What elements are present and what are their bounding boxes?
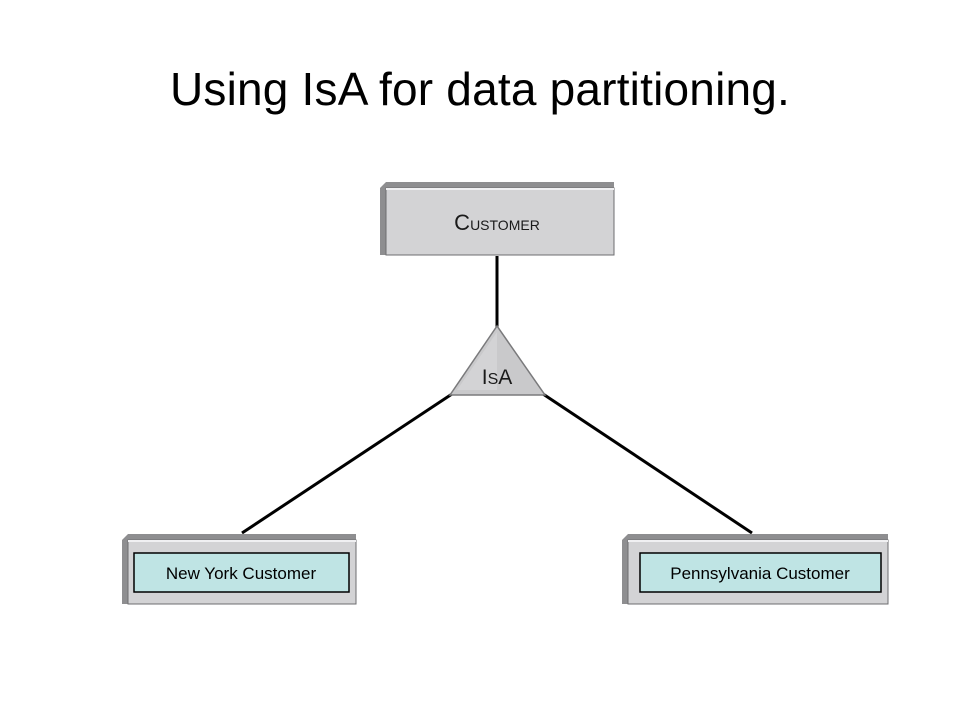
- isa-triangle: ISA: [448, 324, 547, 396]
- newyork-label: New York Customer: [166, 564, 317, 583]
- customer-label: CUSTOMER: [454, 210, 540, 235]
- slide-title: Using IsA for data partitioning.: [169, 63, 791, 115]
- connector-lines: [241, 256, 753, 535]
- customer-entity: CUSTOMER: [380, 182, 615, 256]
- pennsylvania-label: Pennsylvania Customer: [670, 564, 850, 583]
- pennsylvania-label-box: [639, 552, 882, 593]
- newyork-label-box: [133, 552, 350, 593]
- isa-label: ISA: [482, 366, 513, 389]
- pennsylvania-customer-entity: Pennsylvania Customer: [622, 534, 889, 605]
- newyork-customer-entity: New York Customer: [122, 534, 357, 605]
- connector-isa-pennsylvania: [542, 392, 753, 535]
- connector-isa-newyork: [241, 392, 453, 535]
